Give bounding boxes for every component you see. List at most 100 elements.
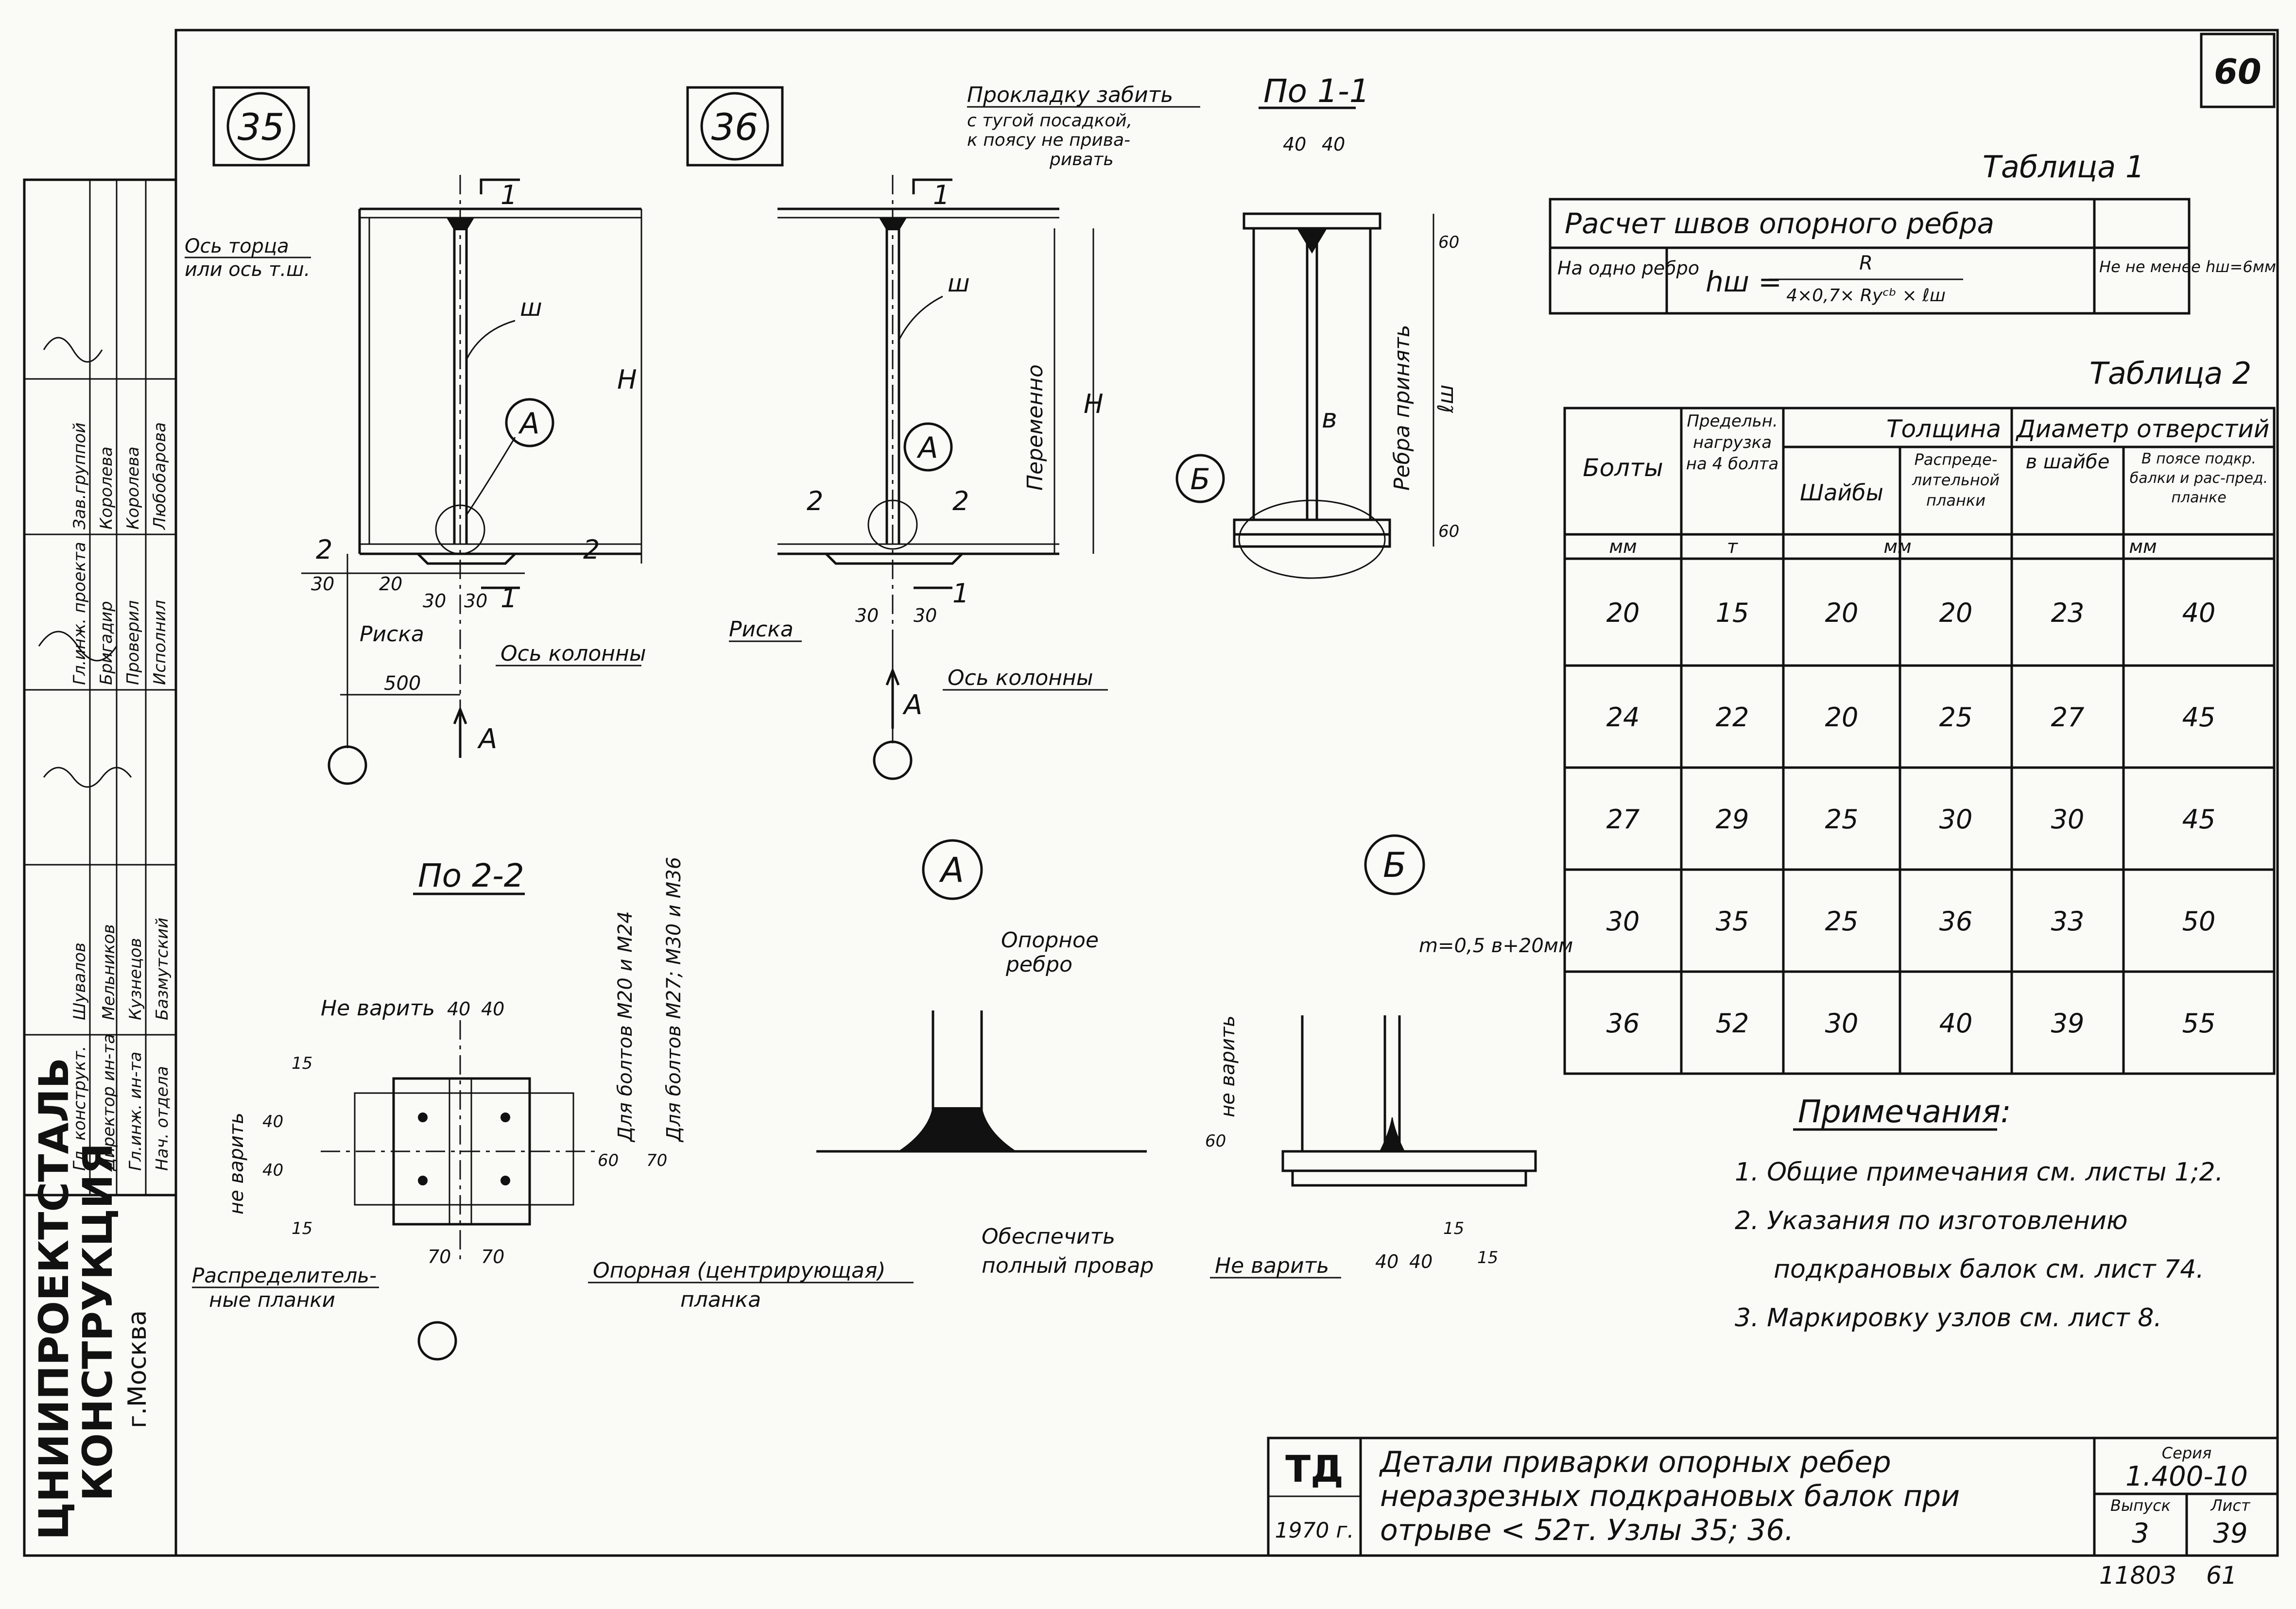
table2-cell: 36 — [1606, 1008, 1640, 1039]
lw-label: ℓш — [1433, 385, 1458, 413]
table-2: Таблица 2 Болты Предельн. нагрузка на 4 … — [1563, 356, 2276, 1075]
node-35: 35 Ось торца или ось т.ш. 1 1 2 2 А ш — [185, 86, 646, 785]
m-formula: m=0,5 в+20мм — [1419, 935, 1573, 957]
sheet-number: 60 — [2214, 52, 2261, 92]
stamp-rows-c: Зав.группой Королева Королева Любобарова — [70, 422, 170, 531]
arrow-a-36: А — [902, 689, 922, 721]
signature-scribbles — [38, 337, 132, 788]
section-mark-1-bottom-36: 1 — [952, 578, 969, 609]
rib-accepted-wrap: Ребра принять — [1390, 325, 1415, 491]
formula-den: 4×0,7× Rуᶜᵇ × ℓш — [1786, 286, 1946, 306]
formula-left: hш = — [1706, 265, 1782, 298]
riska-label-35: Риска — [360, 622, 424, 647]
weld-label-35: ш — [520, 293, 542, 322]
no-weld-label-b: Не варить — [1215, 1253, 1329, 1278]
node-35-box — [212, 86, 310, 167]
bolts-m27-label: Для болтов М27; М30 и М36 — [663, 857, 685, 1143]
axis-face-label-1: Ось торца — [185, 235, 289, 257]
table2-cell: 40 — [2182, 598, 2216, 628]
detail-a: А Опорное ребро Обеспечить полный провар — [816, 839, 1154, 1278]
org-block: ЦНИИПРОЕКТСТАЛЬ КОНСТРУКЦИЯ г.Москва — [30, 1058, 152, 1540]
section-mark-2-left: 2 — [316, 534, 332, 565]
stamp-role-8: Исполнил — [150, 600, 170, 685]
dim-15-v: 15 — [292, 1054, 312, 1073]
stamp-role-5: Гл.инж. проекта — [70, 542, 89, 685]
gasket-note-2: с тугой посадкой, — [967, 111, 1132, 131]
table2-cell: 15 — [1716, 598, 1749, 628]
variable-label-wrap: Переменно — [1023, 364, 1048, 491]
support-plate-2: планка — [680, 1287, 761, 1312]
no-weld-vert: не варить — [225, 1113, 248, 1215]
dim-40-22a: 40 — [447, 998, 470, 1020]
stamp-role-4: Гл. конструкт. — [70, 1046, 89, 1171]
stamp-rows-a: Директор ин-та Гл.инж. ин-та Нач. отдела — [99, 1034, 172, 1172]
no-weld-label-22: Не варить — [321, 996, 435, 1021]
sheet-number-box: 60 — [2200, 33, 2276, 108]
section-mark-1-top-36: 1 — [933, 180, 949, 210]
column-axis-label-36: Ось колонны — [948, 666, 1093, 690]
table2-cell: 40 — [1939, 1008, 1973, 1039]
dim-60-bot: 60 — [1438, 522, 1459, 541]
dim-70-22: 70 — [646, 1151, 667, 1170]
series-value: 1.400-10 — [2125, 1461, 2248, 1492]
stamp-name-2: Кузнецов — [126, 938, 145, 1020]
gasket-note-4: ривать — [1049, 150, 1114, 170]
dim-70-a: 70 — [428, 1246, 451, 1267]
table2-cell: 20 — [1606, 598, 1640, 628]
stamp-role-7: Проверил — [123, 600, 143, 685]
table2-cell: 23 — [2051, 598, 2085, 628]
table2-cell: 27 — [1606, 804, 1640, 835]
weld-label-36: ш — [948, 269, 970, 297]
gasket-note-3: к поясу не прива- — [967, 130, 1130, 150]
stamp-name-4: Шувалов — [70, 942, 89, 1020]
dim-60-b: 60 — [1205, 1131, 1226, 1151]
table-1: Таблица 1 Расчет швов опорного ребра На … — [1549, 149, 2276, 315]
t2-h-washer-wrap: в шайбе — [2026, 451, 2110, 473]
t2-h-washers: Шайбы — [1800, 479, 1883, 506]
node-36: 36 1 1 2 2 А ш Н Переменно 30 30 Риска О… — [686, 83, 1200, 780]
table2-cell: 25 — [1825, 906, 1859, 937]
distr-plates-1: Распределитель- — [192, 1264, 377, 1287]
table2-cell: 55 — [2182, 1008, 2216, 1039]
table2-cell: 39 — [2051, 1008, 2085, 1039]
distr-plates-2: ные планки — [209, 1288, 335, 1312]
section-mark-2-right: 2 — [583, 534, 600, 565]
table2-cell: 29 — [1716, 804, 1749, 835]
rib-accepted-label: Ребра принять — [1390, 325, 1415, 491]
sheet-label: Лист — [2210, 1496, 2250, 1515]
stamp-column: Директор ин-та Гл.инж. ин-та Нач. отдела… — [23, 178, 177, 1557]
td-mark: ТД — [1285, 1447, 1344, 1490]
detail-a-title: А — [939, 850, 964, 890]
support-plate-1: Опорная (центрирующая) — [593, 1258, 886, 1283]
formula-num: R — [1859, 252, 1873, 274]
table1-row-label: На одно ребро — [1557, 257, 1699, 279]
table2-cell: 30 — [1606, 906, 1640, 937]
t2-h-load: Предельн. нагрузка на 4 болта — [1686, 411, 1779, 474]
table2-cell: 20 — [1939, 598, 1973, 628]
issue-label: Выпуск — [2110, 1496, 2171, 1515]
table2-cell: 24 — [1606, 702, 1640, 733]
dim-60-top: 60 — [1438, 233, 1459, 252]
detail-b: Б m=0,5 в+20мм не варить 60 Не варить 40… — [1205, 834, 1573, 1279]
dim-40-ba: 40 — [1375, 1251, 1398, 1272]
support-rib-1: Опорное — [1001, 928, 1099, 953]
axis-face-label-2: или ось т.ш. — [185, 258, 310, 281]
notes: Примечания: 1. Общие примечания см. лист… — [1735, 1094, 2223, 1333]
issue-value: 3 — [2132, 1518, 2149, 1549]
dim-30-b: 30 — [423, 590, 446, 612]
dim-40-v2: 40 — [262, 1161, 283, 1180]
section-mark-2-right-36: 2 — [952, 486, 969, 516]
column-axis-label-35: Ось колонны — [501, 641, 646, 666]
b-label: в — [1322, 403, 1337, 434]
table2-cell: 35 — [1716, 906, 1749, 937]
table2-cell: 22 — [1716, 702, 1749, 733]
stamp-role-2: Гл.инж. ин-та — [126, 1052, 145, 1171]
hand-number: 11803 — [2099, 1561, 2176, 1590]
org-city: г.Москва — [123, 1310, 152, 1428]
table2-title: Таблица 2 — [2089, 356, 2251, 391]
t2-h-diameter: Диаметр отверстий — [2016, 415, 2270, 443]
section-1-1: По 1-1 40 40 60 60 Ребра принять ℓш в Б — [1175, 72, 1459, 579]
stamp-rows-b: Гл.инж. проекта Бригадир Проверил Исполн… — [70, 542, 170, 685]
table1-note: Не не менее hш=6мм — [2099, 257, 2276, 276]
